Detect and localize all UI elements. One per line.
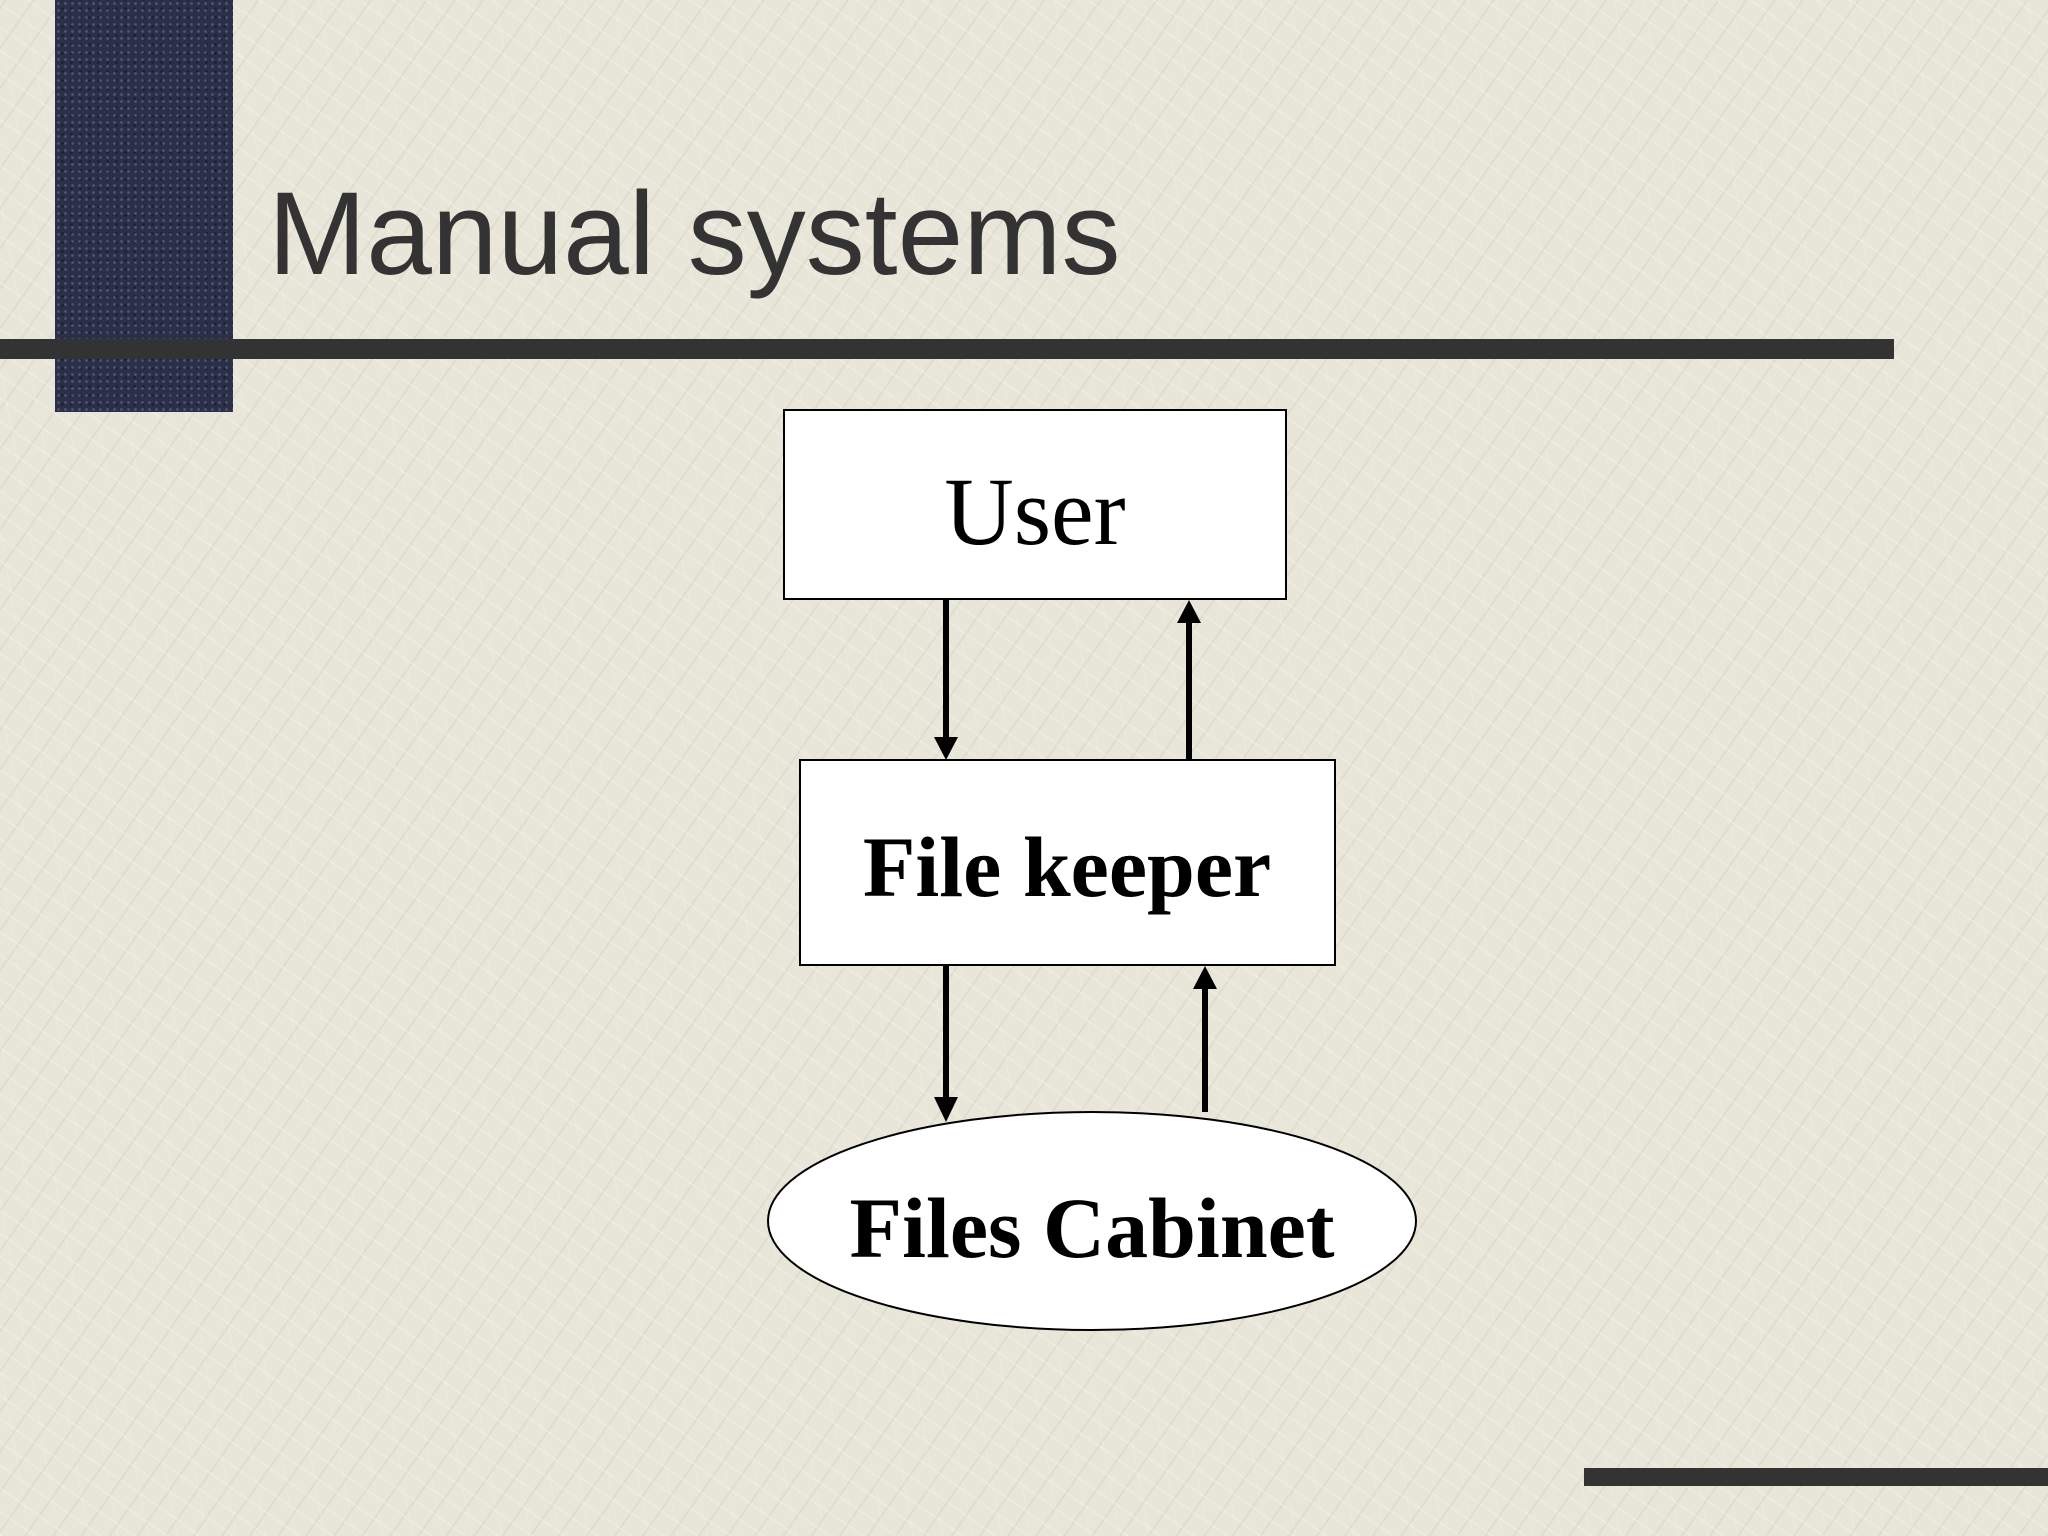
node-file-keeper-box — [799, 759, 1336, 966]
arrow-file-keeper-to-user — [1177, 600, 1201, 760]
node-files-cabinet-label: Files Cabinet — [850, 1180, 1335, 1276]
bottom-right-rule — [1584, 1468, 2048, 1486]
node-user-label: User — [944, 458, 1125, 565]
node-file-keeper-label: File keeper — [863, 819, 1271, 915]
node-user: User — [783, 409, 1287, 600]
arrow-file-keeper-to-files-cabinet — [934, 966, 958, 1122]
arrow-files-cabinet-to-file-keeper — [1193, 966, 1217, 1112]
node-files-cabinet: Files Cabinet — [767, 1111, 1417, 1331]
arrow-user-to-file-keeper — [934, 600, 958, 760]
slide-title: Manual systems — [268, 168, 1121, 300]
node-user-box — [783, 409, 1287, 600]
title-underline — [0, 339, 1894, 359]
node-files-cabinet-ellipse — [767, 1111, 1417, 1331]
node-file-keeper: File keeper — [799, 759, 1336, 966]
